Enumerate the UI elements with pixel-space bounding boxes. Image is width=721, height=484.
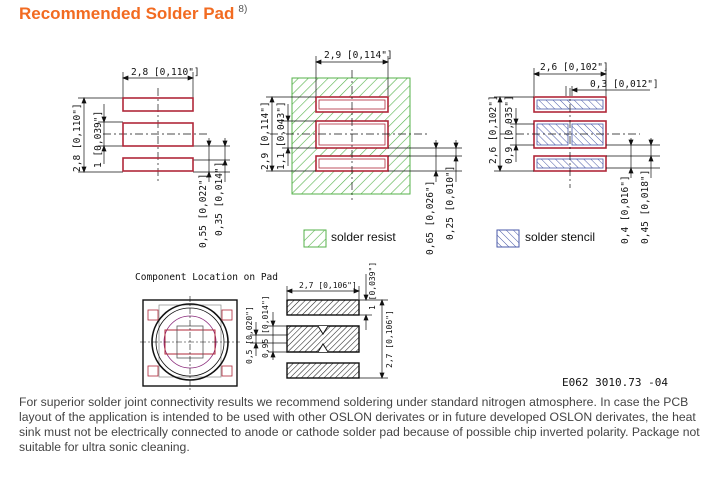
pad-middle: [122, 122, 194, 147]
stencil-aperture: [536, 123, 569, 146]
dim-label: 2,9 [0,114"]: [324, 50, 393, 61]
stencil-aperture: [571, 123, 604, 146]
dim-label: 0,9 [0,035"]: [504, 95, 515, 164]
pad-bottom: [122, 157, 194, 172]
dim-label: 2,8 [0,110"]: [72, 103, 83, 172]
pad-layout-2-dims: [266, 56, 462, 200]
dim-label: 0,65 [0,026"]: [425, 181, 436, 255]
dim-label: 0,4 [0,016"]: [620, 175, 631, 244]
dim-label: 2,7 [0,106"]: [385, 310, 394, 368]
description-paragraph: For superior solder joint connectivity r…: [19, 395, 700, 454]
pad-top: [122, 97, 194, 112]
dim-label: 1 [0,039"]: [93, 111, 104, 168]
dim-label: 0,35 [0,014"]: [214, 162, 225, 236]
title-text: Recommended Solder Pad: [19, 4, 235, 23]
dim-label: 0,5 [0,020"]: [245, 306, 254, 364]
component-location-drawing: [140, 296, 240, 390]
dim-label: 0,95 [0,014"]: [261, 295, 270, 358]
dim-label: 2,6 [0,102"]: [540, 62, 609, 73]
dim-label: 0,55 [0,022"]: [198, 174, 209, 248]
dim-label: 1,1 [0,043"]: [276, 101, 287, 170]
drawing-number: E062 3010.73 -04: [562, 376, 668, 389]
dim-label: 0,3 [0,012"]: [590, 79, 659, 90]
footnote-marker: 8): [238, 4, 248, 16]
legend-stencil-label: solder stencil: [525, 230, 595, 244]
dim-label: 1 [0,039"]: [368, 262, 377, 310]
legend-resist-swatch: [303, 229, 327, 248]
dim-label: 2,9 [0,114"]: [260, 101, 271, 170]
pad-layout-1: [78, 72, 230, 182]
pad-layout-3-dims: [494, 68, 660, 188]
legend-stencil-swatch: [496, 229, 520, 248]
dim-label: 2,6 [0,102"]: [488, 95, 499, 164]
dim-label: 2,8 [0,110"]: [131, 67, 200, 78]
dim-label: 0,45 [0,018"]: [640, 170, 651, 244]
footprint-drawing: [250, 274, 388, 379]
dim-label: 0,25 [0,010"]: [445, 166, 456, 240]
legend-resist-label: solder resist: [331, 230, 396, 244]
dim-label: 2,7 [0,106"]: [299, 281, 357, 290]
component-caption: Component Location on Pad: [135, 272, 278, 283]
